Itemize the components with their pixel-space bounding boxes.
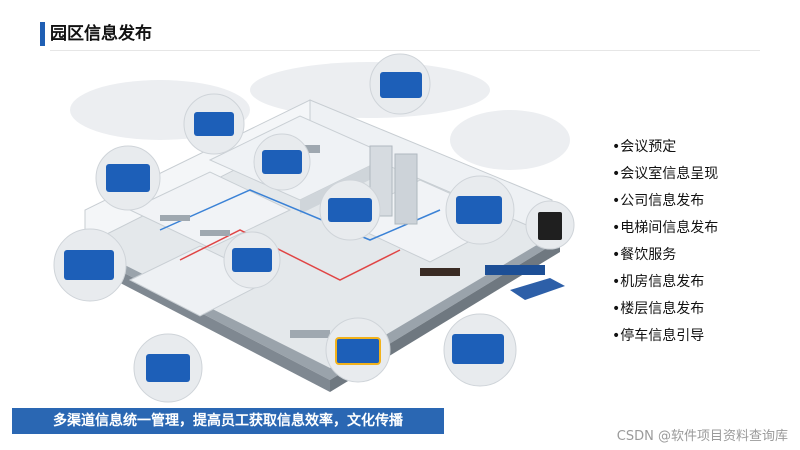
callout-floor-safety bbox=[319, 179, 381, 241]
network-cable-red bbox=[179, 229, 401, 281]
callout-elevator-info bbox=[445, 175, 515, 245]
feature-item: •会议预定 bbox=[612, 139, 677, 155]
feature-item: •楼层信息发布 bbox=[612, 301, 705, 317]
watermark: CSDN @软件项目资料查询库 bbox=[616, 429, 788, 444]
feature-item: •餐饮服务 bbox=[612, 247, 677, 263]
summary-banner: 多渠道信息统一管理，提高员工获取信息效率，文化传播 bbox=[12, 408, 444, 434]
callout-parking-guidance bbox=[525, 200, 575, 250]
page-title: 园区信息发布 bbox=[50, 24, 152, 44]
parking-car bbox=[485, 265, 565, 300]
title-accent-bar bbox=[40, 22, 45, 46]
callout-meeting-room-info bbox=[369, 53, 431, 115]
callout-machine-room bbox=[133, 333, 203, 403]
feature-item: •会议室信息呈现 bbox=[612, 166, 719, 182]
feature-item: •电梯间信息发布 bbox=[612, 220, 719, 236]
feature-list: •会议预定 •会议室信息呈现 •公司信息发布 •电梯间信息发布 •餐饮服务 •机… bbox=[612, 137, 718, 353]
callout-company-info bbox=[95, 145, 161, 211]
callout-floor-info bbox=[443, 313, 517, 387]
network-cable-blue bbox=[159, 189, 441, 241]
office-block bbox=[128, 171, 292, 249]
building-illustration bbox=[53, 53, 575, 403]
callout-office-screen bbox=[253, 133, 311, 191]
feature-item: •停车信息引导 bbox=[612, 328, 705, 344]
callout-catering-service bbox=[223, 231, 281, 289]
callout-self-service-kiosk bbox=[325, 317, 391, 383]
led-display bbox=[420, 268, 460, 276]
feature-item: •公司信息发布 bbox=[612, 193, 705, 209]
callout-meeting-reservation bbox=[183, 93, 245, 155]
callout-data-center bbox=[53, 228, 127, 302]
feature-item: •机房信息发布 bbox=[612, 274, 705, 290]
title-divider bbox=[50, 50, 760, 51]
